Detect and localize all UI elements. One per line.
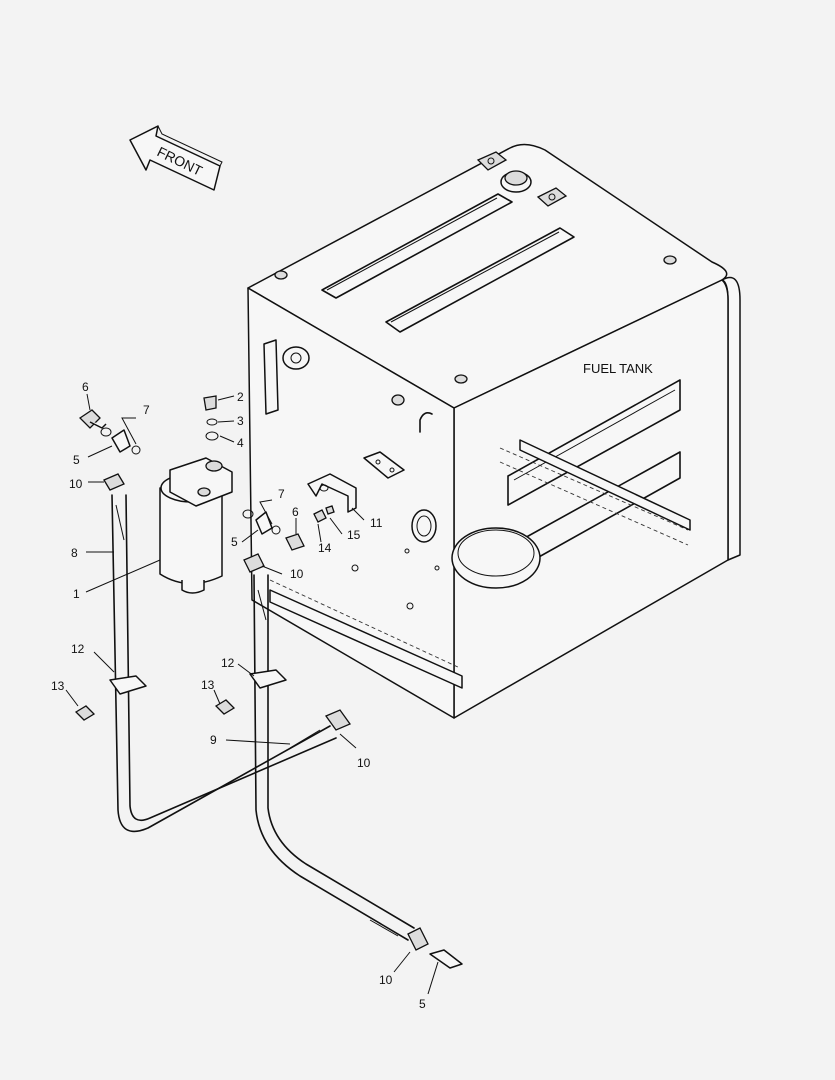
fuel-tank: FUEL TANK	[247, 143, 741, 719]
callouts: 6 7 2 3 4 5 10 7 6 11 15 14 5 8 10 1 12 …	[51, 380, 426, 1011]
callout-6: 6	[292, 505, 299, 519]
callout-5: 5	[73, 453, 80, 467]
clamps	[74, 669, 463, 969]
fuel-filter	[159, 457, 233, 594]
callout-5: 5	[419, 997, 426, 1011]
callout-13: 13	[51, 679, 65, 693]
fuel-tank-label: FUEL TANK	[583, 361, 653, 376]
callout-10: 10	[357, 756, 371, 770]
callout-1: 1	[73, 587, 80, 601]
callout-4: 4	[237, 436, 244, 450]
callout-2: 2	[237, 390, 244, 404]
front-arrow: FRONT	[129, 125, 223, 191]
callout-11: 11	[370, 516, 383, 530]
fittings	[78, 395, 305, 573]
leader-lines	[65, 393, 439, 995]
callout-12: 12	[71, 642, 85, 656]
callout-12: 12	[221, 656, 235, 670]
bracket-assembly	[307, 451, 405, 523]
callout-9: 9	[210, 733, 217, 747]
callout-8: 8	[71, 546, 78, 560]
callout-7: 7	[143, 403, 150, 417]
callout-14: 14	[318, 541, 332, 555]
callout-10: 10	[69, 477, 83, 491]
callout-7: 7	[278, 487, 285, 501]
callout-3: 3	[237, 414, 244, 428]
callout-6: 6	[82, 380, 89, 394]
callout-10: 10	[379, 973, 393, 987]
callout-13: 13	[201, 678, 215, 692]
callout-5: 5	[231, 535, 238, 549]
callout-10: 10	[290, 567, 304, 581]
callout-15: 15	[347, 528, 361, 542]
fuel-lines	[111, 494, 415, 941]
